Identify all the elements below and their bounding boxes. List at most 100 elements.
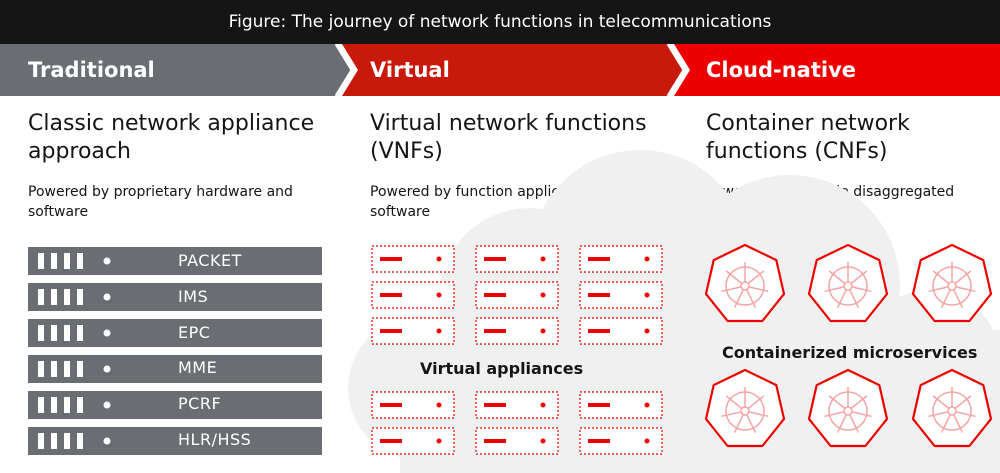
virtual-server-led <box>436 256 442 262</box>
helm-wheel-hub <box>740 406 750 416</box>
rack-vent-bar <box>38 253 44 269</box>
kubernetes-wheel-icon <box>807 368 889 448</box>
virtual-server-frame <box>475 391 559 419</box>
rack-vent-bar <box>64 361 70 377</box>
hardware-label-pcrf: PCRF <box>178 394 222 413</box>
stage-bar <box>0 44 1000 96</box>
container-heptagon <box>807 368 889 448</box>
stage-virtual-band <box>342 44 684 96</box>
rack-vent-bar <box>64 325 70 341</box>
virtual-server-frame <box>579 427 663 455</box>
rack-vent-bar <box>51 433 57 449</box>
virtual-server-bar <box>484 257 506 261</box>
status-led <box>103 437 111 445</box>
stage-label-virtual: Virtual <box>370 58 450 82</box>
virtual-server-frame <box>475 317 559 345</box>
helm-wheel-spoke <box>746 414 757 433</box>
rack-vent-bar <box>77 433 83 449</box>
helm-wheel-spoke <box>748 286 769 293</box>
stage-label-traditional: Traditional <box>28 58 155 82</box>
helm-wheel-ring <box>932 266 972 306</box>
virtual-server-led <box>436 292 442 298</box>
virtual-appliances-label: Virtual appliances <box>420 359 584 378</box>
virtual-server-icon <box>371 317 455 345</box>
virtual-server-bar <box>588 293 610 297</box>
virtual-server-icon <box>579 281 663 309</box>
virtual-server-bar <box>380 403 402 407</box>
status-led <box>103 365 111 373</box>
helm-wheel-spoke <box>955 286 976 293</box>
hardware-rows <box>28 247 322 455</box>
virtual-server-bar <box>380 439 402 443</box>
rack-vent-bar <box>51 397 57 413</box>
heading-traditional: Classic network appliance approach <box>28 111 315 164</box>
virtual-server-icon <box>475 427 559 455</box>
virtual-server-led <box>540 256 546 262</box>
rack-vent-bar <box>77 289 83 305</box>
virtual-server-frame <box>475 281 559 309</box>
hardware-label-ims: IMS <box>178 287 209 306</box>
helm-wheel-spoke <box>733 289 744 308</box>
virtual-server-bar <box>588 329 610 333</box>
hardware-label-epc: EPC <box>178 323 211 342</box>
rack-vent-bar <box>38 433 44 449</box>
stage-divider-2 <box>666 44 686 96</box>
helm-wheel-spoke <box>851 411 872 418</box>
rack-vent-bar <box>51 253 57 269</box>
virtual-server-frame <box>371 391 455 419</box>
virtual-server-bar <box>588 403 610 407</box>
container-heptagon <box>807 243 889 323</box>
helm-wheel-spoke <box>748 411 769 418</box>
rack-vent-bar <box>51 325 57 341</box>
virtual-server-icon <box>579 391 663 419</box>
figure-title-text: Figure: The journey of network functions… <box>228 12 772 32</box>
helm-wheel-spoke <box>824 286 845 293</box>
rack-vent-bar <box>64 289 70 305</box>
virtual-server-frame <box>371 281 455 309</box>
helm-wheel-spoke <box>849 289 860 308</box>
helm-wheel-spoke <box>955 411 976 418</box>
helm-wheel-spoke <box>746 289 757 308</box>
helm-wheel-spoke <box>824 411 845 418</box>
virtual-server-led <box>436 402 442 408</box>
helm-wheel-spoke <box>850 395 868 410</box>
subheading-virtual: Powered by function application software <box>370 184 595 220</box>
virtual-server-bar <box>588 439 610 443</box>
status-led <box>103 257 111 265</box>
virtual-server-frame <box>579 317 663 345</box>
helm-wheel-spoke <box>932 395 950 410</box>
hardware-label-hlr-hss: HLR/HSS <box>178 430 252 449</box>
virtual-server-icon <box>371 427 455 455</box>
helm-wheel-ring <box>828 391 868 431</box>
helm-wheel-hub <box>740 281 750 291</box>
stage-cloud-native-band <box>674 44 1000 96</box>
rack-vent-bar <box>77 253 83 269</box>
virtual-server-bar <box>380 257 402 261</box>
virtual-server-led <box>644 292 650 298</box>
helm-wheel-spoke <box>954 395 972 410</box>
kubernetes-wheel-icon <box>911 243 993 323</box>
rack-vent-bar <box>38 325 44 341</box>
virtual-server-frame <box>579 245 663 273</box>
virtual-server-bar <box>484 329 506 333</box>
virtual-server-icon <box>475 317 559 345</box>
rack-vent-bar <box>51 289 57 305</box>
helm-wheel-ring <box>932 391 972 431</box>
helm-wheel-spoke <box>928 411 949 418</box>
heading-cloud-native: Container network functions (CNFs) <box>706 111 910 164</box>
status-led <box>103 293 111 301</box>
helm-wheel-spoke <box>940 289 951 308</box>
helm-wheel-spoke <box>928 286 949 293</box>
virtual-server-led <box>644 256 650 262</box>
virtual-server-bar <box>380 293 402 297</box>
rack-vent-bar <box>64 397 70 413</box>
helm-wheel-spoke <box>836 414 847 433</box>
rack-vent-bar <box>51 361 57 377</box>
helm-wheel-hub <box>947 406 957 416</box>
container-heptagon <box>704 368 786 448</box>
helm-wheel-spoke <box>747 395 765 410</box>
virtual-server-bar <box>484 293 506 297</box>
virtual-server-frame <box>371 317 455 345</box>
kubernetes-wheel-icon <box>704 243 786 323</box>
helm-wheel-ring <box>725 266 765 306</box>
